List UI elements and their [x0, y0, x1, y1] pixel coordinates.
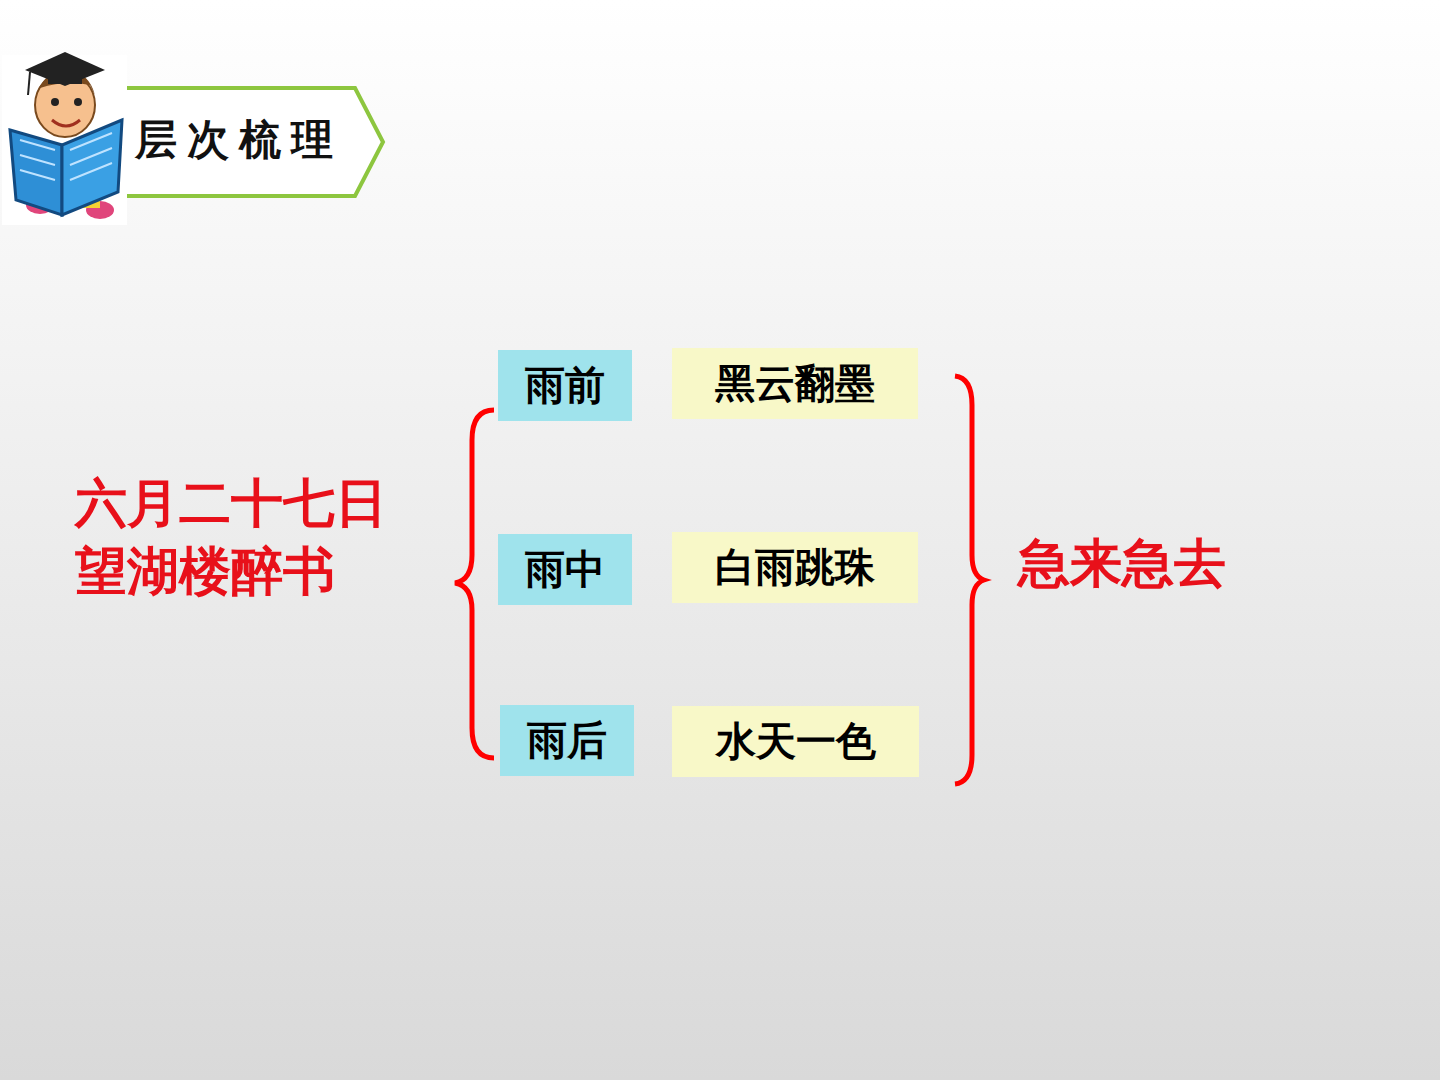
stage-box: 雨中: [498, 534, 632, 605]
summary-text: 急来急去: [1018, 530, 1318, 598]
stage-box: 雨后: [500, 705, 634, 776]
scene-box: 黑云翻墨: [672, 348, 918, 419]
poem-title: 六月二十七日 望湖楼醉书: [75, 470, 420, 605]
box-text: 雨前: [525, 358, 605, 413]
scene-box: 水天一色: [672, 706, 919, 777]
box-text: 白雨跳珠: [715, 540, 875, 595]
header-tag: [125, 88, 383, 196]
box-text: 黑云翻墨: [715, 356, 875, 411]
reader-icon: [2, 52, 127, 225]
box-text: 雨后: [527, 713, 607, 768]
right-brace: [955, 376, 984, 784]
box-text: 雨中: [525, 542, 605, 597]
box-text: 水天一色: [716, 714, 876, 769]
scene-box: 白雨跳珠: [672, 532, 918, 603]
section-title: 层次梳理: [135, 112, 343, 168]
left-brace: [455, 410, 494, 758]
stage-box: 雨前: [498, 350, 632, 421]
